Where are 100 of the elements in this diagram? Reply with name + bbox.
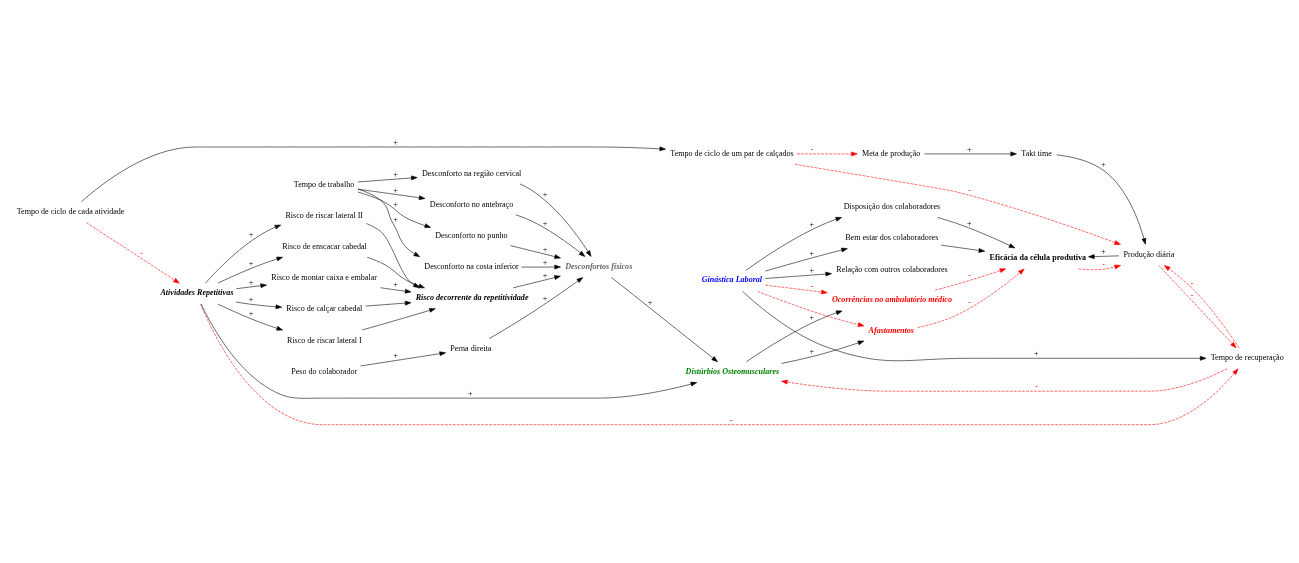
arrow — [357, 191, 431, 228]
arrow — [357, 188, 420, 257]
arrow — [1088, 254, 1120, 259]
edge-label: + — [542, 293, 548, 303]
arrow — [519, 183, 592, 257]
node-text: Risco de riscar lateral I — [286, 335, 362, 345]
arrow — [742, 291, 1207, 362]
arrow — [361, 308, 436, 331]
node-text: Ginástica Laboral — [701, 275, 763, 285]
node-text: Risco de enscacar cabedal — [282, 241, 367, 251]
arrow — [200, 303, 1239, 425]
node-text: Afastamentos — [868, 326, 914, 336]
edge-label: + — [467, 388, 473, 398]
arrow — [235, 283, 267, 290]
edge-label: + — [542, 218, 548, 228]
node-text: Perna direita — [450, 344, 492, 354]
arrow — [924, 151, 1017, 157]
arrow — [611, 277, 718, 363]
edge-label: + — [1101, 160, 1106, 170]
edge-label: - — [729, 415, 733, 425]
node-text: Produção diária — [1123, 250, 1175, 260]
arrow — [796, 151, 858, 157]
arrow — [765, 284, 828, 295]
edge-label: + — [393, 170, 398, 180]
node-text: Risco de montar caixa e embalar — [271, 273, 377, 283]
node-text: Desconforto na região cervical — [422, 168, 522, 178]
edge-label: + — [248, 278, 254, 288]
edge-label: - — [968, 186, 971, 196]
edge-label: - — [1190, 291, 1194, 301]
node-text: Desconforto na costa inferior — [424, 262, 519, 272]
arrow — [217, 303, 283, 331]
arrow — [86, 222, 180, 284]
arrow — [365, 300, 412, 307]
edge-label: + — [393, 185, 398, 195]
edge-label: + — [809, 346, 814, 356]
edge-label: + — [809, 219, 814, 229]
edge-label: + — [248, 294, 254, 304]
node-text: Atividades Repetitivas — [160, 288, 234, 298]
node-text: Peso do colaborador — [291, 366, 358, 376]
edge-label: + — [393, 350, 398, 360]
arrow — [934, 268, 1007, 291]
arrow — [765, 247, 848, 272]
arrow — [217, 256, 283, 284]
edge-label: - — [968, 271, 971, 281]
arrow — [205, 224, 282, 284]
arrow — [937, 217, 1016, 249]
arrow — [781, 368, 1228, 392]
arrow — [1078, 264, 1121, 271]
edge-label: + — [393, 137, 398, 147]
edge-label: - — [810, 281, 814, 291]
arrow — [515, 214, 586, 257]
arrow — [360, 351, 446, 367]
arrow — [357, 188, 426, 200]
node-text: Tempo de ciclo de um par de calçados — [670, 149, 794, 159]
edge-label: - — [1102, 259, 1105, 269]
edge-label: + — [1034, 349, 1039, 359]
node-text: Tempo de recuperação — [1210, 353, 1284, 363]
arrow — [794, 164, 1121, 245]
arrow — [781, 340, 865, 364]
edge-label: - — [1190, 278, 1194, 288]
edge-label: + — [393, 199, 398, 209]
node-text: Eficácia da célula produtiva — [989, 252, 1087, 262]
arrow — [366, 223, 420, 288]
node-text: Desconforto no punho — [435, 231, 508, 241]
arrow — [513, 275, 561, 289]
arrow — [940, 244, 985, 253]
arrow — [357, 175, 418, 183]
arrow — [200, 303, 698, 399]
edge-label: + — [967, 144, 972, 154]
node-text: Risco de calçar cabedal — [286, 304, 363, 314]
node-text: Relação com outros colaboradores — [836, 264, 948, 274]
edge-label: + — [542, 257, 548, 267]
arrow — [746, 310, 843, 362]
arrow — [765, 271, 832, 279]
node-text: Meta de produção — [861, 149, 921, 159]
edge-label: - — [1035, 382, 1038, 392]
edge-label: + — [248, 230, 254, 240]
edge-label: + — [647, 298, 653, 308]
edge-label: + — [1101, 247, 1106, 257]
node-text: Ocorrências no ambulatório médico — [831, 295, 953, 305]
arrow — [235, 301, 282, 310]
node-text: Risco decorrente da repetitividade — [415, 292, 529, 302]
edge-label: + — [393, 280, 398, 290]
edge-label: + — [542, 190, 548, 200]
edge-label: + — [542, 271, 548, 281]
edge-label: + — [809, 248, 814, 258]
arrow — [366, 256, 425, 289]
arrow — [521, 264, 561, 270]
edge-label: + — [393, 214, 398, 224]
edge-label: + — [542, 245, 548, 255]
node-text: Distúrbios Osteomusculares — [685, 366, 780, 376]
edge-label: + — [967, 218, 972, 228]
edge-label: + — [809, 312, 814, 322]
arrow — [81, 146, 666, 202]
arrow — [380, 287, 412, 294]
node-text: Desconforto no antebraço — [429, 199, 514, 209]
edge-label: - — [968, 298, 971, 308]
arrow — [757, 291, 865, 327]
node-text: Risco de riscar lateral II — [285, 210, 364, 220]
arrow — [510, 245, 561, 259]
